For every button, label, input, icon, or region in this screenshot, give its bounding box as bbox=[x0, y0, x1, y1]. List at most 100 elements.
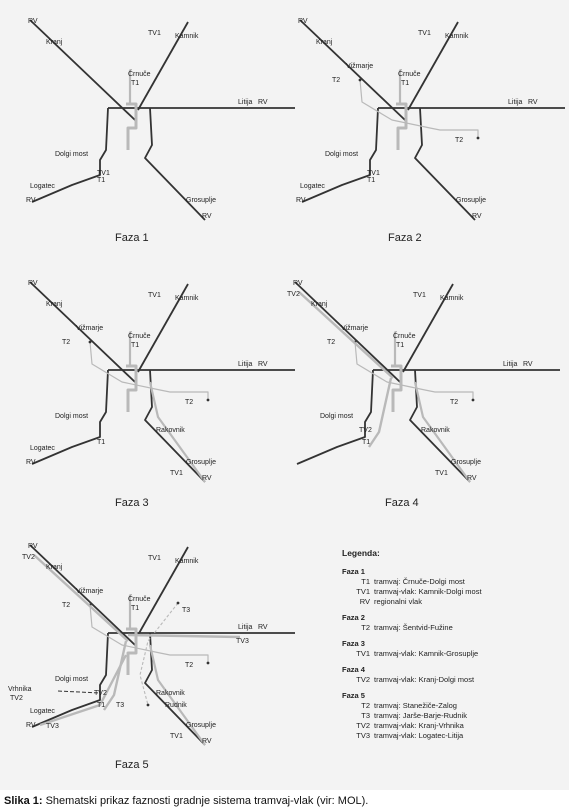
tram-tv1-grosuplje bbox=[148, 381, 206, 483]
station-t2-east bbox=[206, 661, 210, 665]
legend-code: TV2 bbox=[356, 675, 370, 684]
legend-text: tramvaj: Stanežiče-Zalog bbox=[374, 701, 457, 710]
caption-label: Slika 1: bbox=[4, 795, 43, 807]
label-t2_e: T2 bbox=[455, 137, 463, 144]
label-kranj: Kranj bbox=[311, 301, 328, 308]
label-rv_nw: RV bbox=[298, 18, 308, 25]
rail-line-grosuplje bbox=[144, 107, 206, 221]
legend-phase: Faza 4 bbox=[342, 665, 366, 674]
legend-code: TV1 bbox=[356, 649, 370, 658]
label-t2_e: T2 bbox=[450, 399, 458, 406]
label-rv_se: RV bbox=[202, 475, 212, 482]
legend-text: tramvaj-vlak: Kranj-Vrhnika bbox=[374, 721, 465, 730]
legend-code: T2 bbox=[361, 701, 370, 710]
rail-line-kranj bbox=[29, 544, 136, 646]
label-tv1_n: TV1 bbox=[418, 30, 431, 37]
label-tv1_n: TV1 bbox=[413, 292, 426, 299]
label-dolgi_most: Dolgi most bbox=[55, 676, 88, 683]
tram-tv2-vrhnika bbox=[57, 690, 101, 694]
label-vizmarje: Vižmarje bbox=[346, 63, 373, 70]
phase-title: Faza 5 bbox=[115, 759, 149, 771]
label-t2_nw: T2 bbox=[62, 602, 70, 609]
tram-t2-line bbox=[359, 79, 479, 138]
label-litija: Litija bbox=[503, 361, 518, 368]
rail-line-kranj bbox=[29, 281, 136, 383]
label-kamnik: Kamnik bbox=[445, 33, 469, 40]
station-t3-south bbox=[146, 703, 150, 707]
label-crnuce: Črnuče bbox=[398, 69, 421, 78]
phase-title: Faza 2 bbox=[388, 232, 422, 244]
legend-code: T2 bbox=[361, 623, 370, 632]
label-t1_sw: T1 bbox=[362, 439, 370, 446]
label-rv_e: RV bbox=[528, 99, 538, 106]
label-tv1_se: TV1 bbox=[435, 470, 448, 477]
label-kranj: Kranj bbox=[46, 39, 63, 46]
tram-t2-line bbox=[89, 604, 209, 663]
label-vizmarje: Vižmarje bbox=[341, 325, 368, 332]
tram-tv1-grosuplje bbox=[148, 644, 206, 746]
label-rv_e: RV bbox=[258, 99, 268, 106]
label-t1_top: T1 bbox=[396, 342, 404, 349]
label-rv_se: RV bbox=[202, 213, 212, 220]
label-rakovnik: Rakovnik bbox=[421, 427, 450, 434]
legend-text: regionalni vlak bbox=[374, 597, 422, 606]
label-kamnik: Kamnik bbox=[175, 33, 199, 40]
label-dolgi_most: Dolgi most bbox=[320, 413, 353, 420]
label-tv2_nw: TV2 bbox=[22, 554, 35, 561]
legend-text: tramvaj-vlak: Kamnik-Dolgi most bbox=[374, 587, 482, 596]
label-crnuce: Črnuče bbox=[393, 331, 416, 340]
label-logatec: Logatec bbox=[30, 445, 55, 452]
legend-text: tramvaj-vlak: Logatec-Litija bbox=[374, 731, 464, 740]
label-t2_e: T2 bbox=[185, 662, 193, 669]
label-rv_sw: RV bbox=[26, 722, 36, 729]
station-t2-east bbox=[471, 398, 475, 402]
legend-text: tramvaj-vlak: Kamnik-Grosuplje bbox=[374, 649, 478, 658]
rail-line-kranj bbox=[29, 19, 136, 121]
label-t3_s: T3 bbox=[116, 702, 124, 709]
label-crnuce: Črnuče bbox=[128, 69, 151, 78]
label-t2_nw: T2 bbox=[332, 77, 340, 84]
phase-title: Faza 3 bbox=[115, 497, 149, 509]
legend-code: TV2 bbox=[356, 721, 370, 730]
label-t1_top: T1 bbox=[131, 80, 139, 87]
label-t1_sw: T1 bbox=[367, 177, 375, 184]
label-dolgi_most: Dolgi most bbox=[55, 413, 88, 420]
label-crnuce: Črnuče bbox=[128, 594, 151, 603]
tram-t3-line bbox=[139, 602, 179, 706]
legend-code: T1 bbox=[361, 577, 370, 586]
label-logatec: Logatec bbox=[300, 183, 325, 190]
tram-tv3-logatec bbox=[39, 654, 128, 727]
rail-line-kranj bbox=[299, 19, 406, 121]
label-rv_sw: RV bbox=[26, 459, 36, 466]
label-rv_sw: RV bbox=[296, 197, 306, 204]
label-kranj: Kranj bbox=[46, 564, 63, 571]
label-dolgi_most: Dolgi most bbox=[325, 151, 358, 158]
legend-text: tramvaj: Šentvid-Fužine bbox=[374, 623, 453, 632]
rail-line-logatec bbox=[296, 369, 374, 465]
label-rudnik: Rudnik bbox=[165, 702, 187, 709]
label-grosuplje: Grosuplje bbox=[186, 459, 216, 466]
label-kamnik: Kamnik bbox=[175, 295, 199, 302]
label-logatec: Logatec bbox=[30, 708, 55, 715]
label-rv_e: RV bbox=[258, 361, 268, 368]
label-t1_top: T1 bbox=[401, 80, 409, 87]
label-t1_top: T1 bbox=[131, 342, 139, 349]
label-tv2_sw: TV2 bbox=[359, 427, 372, 434]
label-vizmarje: Vižmarje bbox=[76, 588, 103, 595]
label-vizmarje: Vižmarje bbox=[76, 325, 103, 332]
label-t1_sw: T1 bbox=[97, 439, 105, 446]
station-t2-west bbox=[358, 78, 362, 82]
rail-line-logatec bbox=[301, 107, 379, 203]
label-rakovnik: Rakovnik bbox=[156, 427, 185, 434]
label-grosuplje: Grosuplje bbox=[456, 197, 486, 204]
label-litija: Litija bbox=[238, 624, 253, 631]
tram-core-t1 bbox=[126, 102, 138, 150]
tram-core-t1 bbox=[391, 364, 403, 412]
label-tv2_w: TV2 bbox=[10, 695, 23, 702]
label-t1_sw: T1 bbox=[97, 702, 105, 709]
legend-phase: Faza 1 bbox=[342, 567, 365, 576]
